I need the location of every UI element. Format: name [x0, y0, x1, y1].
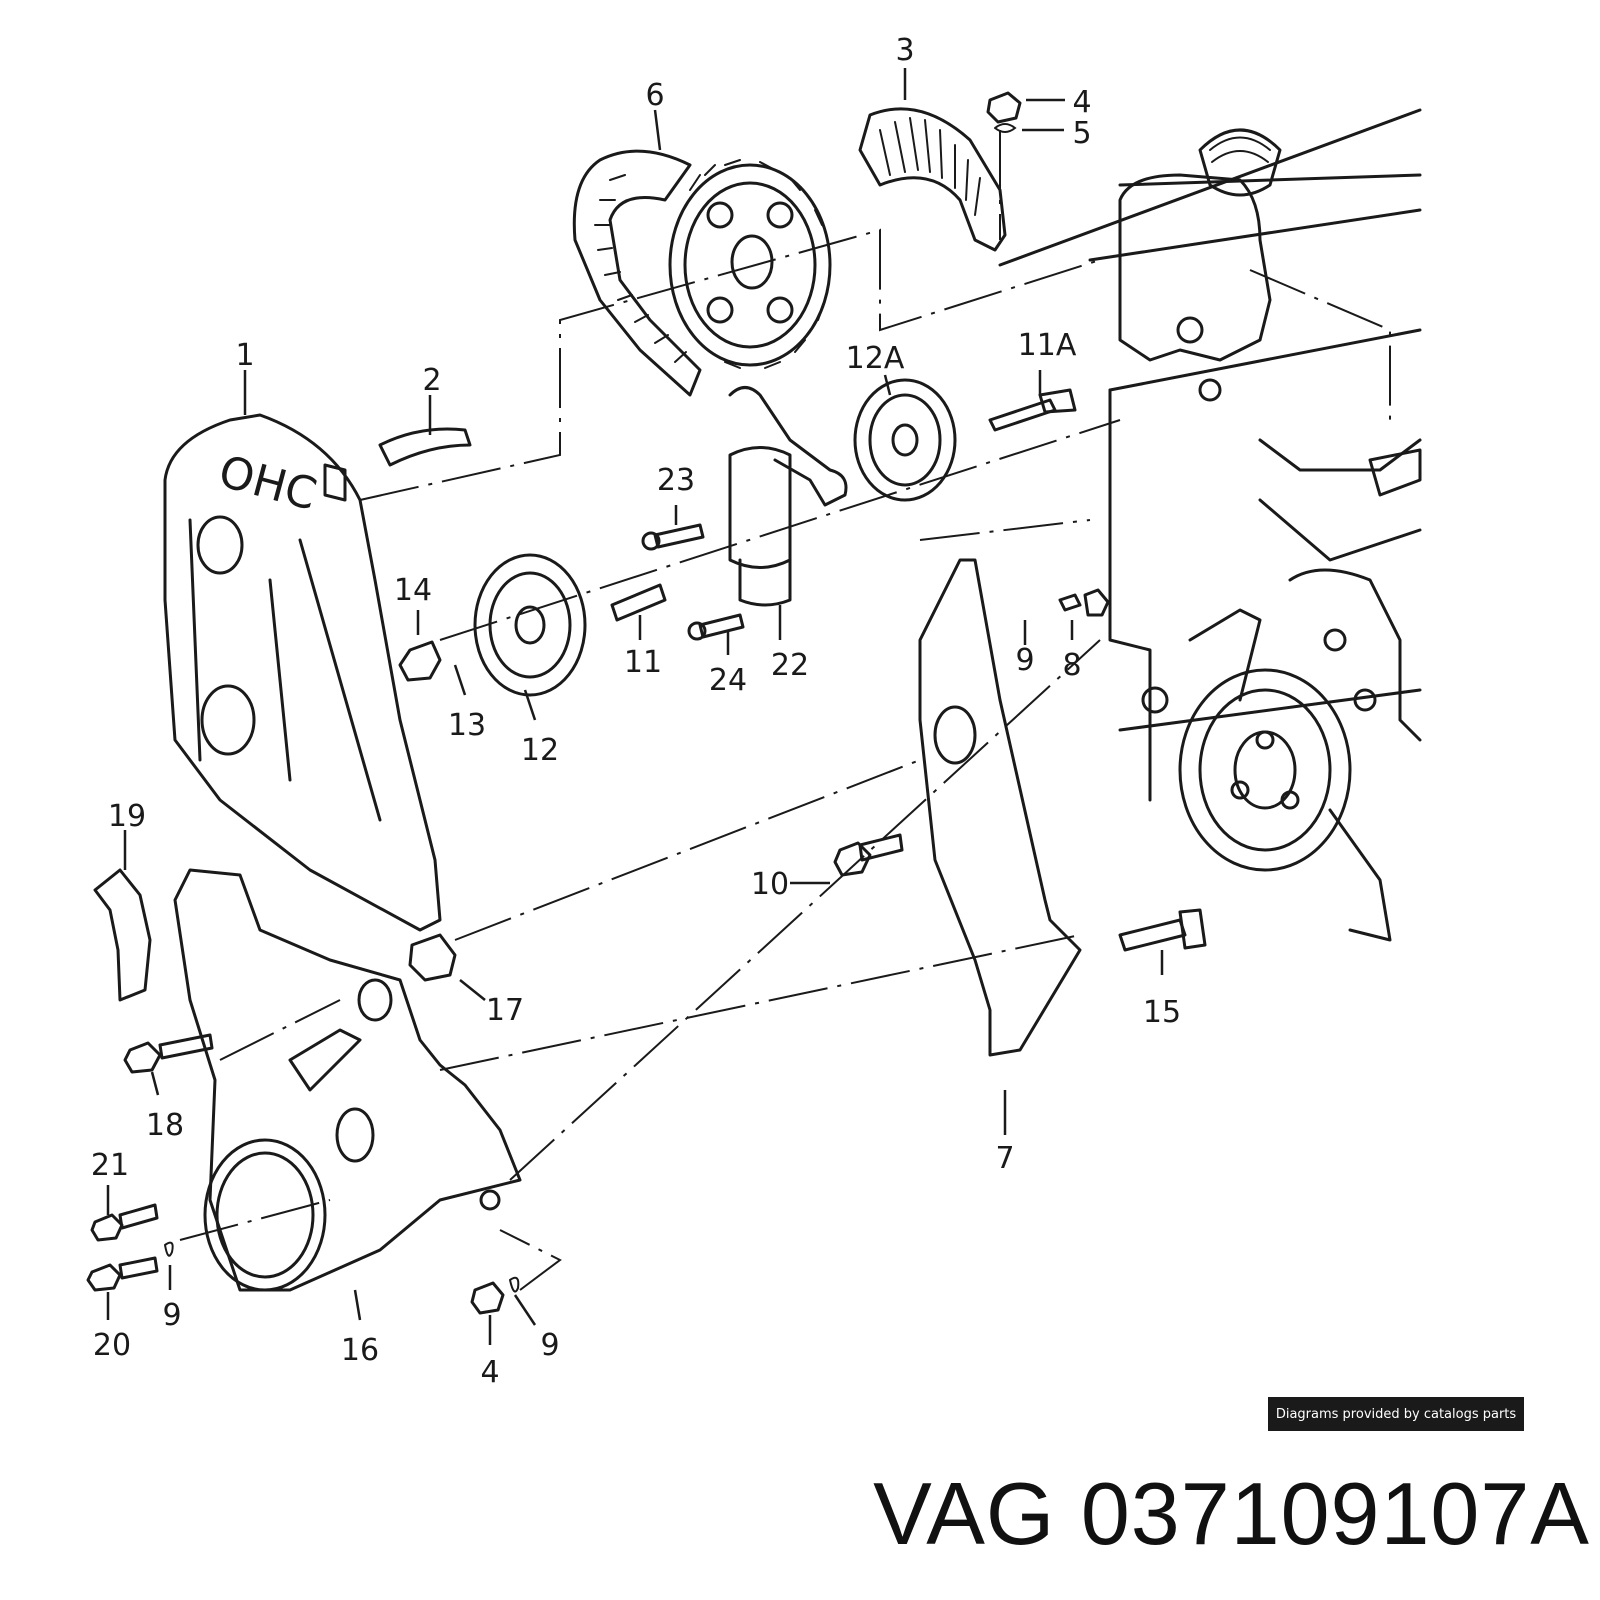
callout-4-bottom: 4: [480, 1355, 499, 1390]
callout-12a: 12A: [846, 341, 905, 376]
timing-belt: [572, 149, 702, 397]
callout-9-left: 9: [162, 1298, 181, 1333]
callout-15: 15: [1143, 995, 1181, 1030]
camshaft-sprocket: [668, 159, 832, 369]
callout-4-top: 4: [1072, 85, 1091, 120]
middle-cover: [833, 558, 1207, 1057]
bottom-nut-washer: [470, 1276, 520, 1315]
callout-21: 21: [91, 1148, 129, 1183]
callout-labels: 1 2 3 4 5 6 7 8 9 9 9 10 11 11A 12 12A 1…: [91, 33, 1181, 1390]
callout-9-middle: 9: [1015, 643, 1034, 678]
callout-8: 8: [1062, 648, 1081, 683]
part-title: VAG 037109107A: [873, 1470, 1590, 1558]
leader-lines: [106, 68, 1164, 1345]
engine-block: [998, 108, 1422, 942]
tensioner-assembly: [398, 378, 1077, 697]
callout-7: 7: [995, 1141, 1014, 1176]
credit-badge: Diagrams provided by catalogs parts: [1268, 1397, 1524, 1431]
callout-5: 5: [1072, 116, 1091, 151]
rubber-grommet: [93, 868, 152, 1002]
callout-3: 3: [895, 33, 914, 68]
callout-2: 2: [422, 363, 441, 398]
bolt-18: [123, 1033, 214, 1074]
part-number: 037109107A: [1080, 1464, 1590, 1563]
callout-10: 10: [751, 867, 789, 902]
bolts-20-21: [86, 1203, 174, 1292]
callout-24: 24: [709, 663, 747, 698]
callout-23: 23: [657, 463, 695, 498]
callout-22: 22: [771, 648, 809, 683]
top-nut-washer: [986, 91, 1022, 133]
brand-name: VAG: [873, 1464, 1056, 1563]
callout-16: 16: [341, 1333, 379, 1368]
spacer-17: [408, 933, 457, 982]
callout-1: 1: [235, 338, 254, 373]
rear-cover-segment: [858, 107, 1007, 252]
callout-19: 19: [108, 799, 146, 834]
callout-9-bottom: 9: [540, 1328, 559, 1363]
crankshaft-pulley: [1141, 608, 1377, 872]
callout-6: 6: [645, 78, 664, 113]
ohc-stamp: OHC: [214, 446, 322, 521]
cover-clip: [378, 427, 472, 467]
lower-timing-cover: [173, 868, 522, 1292]
callout-17: 17: [486, 993, 524, 1028]
callout-12: 12: [521, 733, 559, 768]
callout-13: 13: [448, 708, 486, 743]
callout-14: 14: [394, 573, 432, 608]
callout-11: 11: [624, 645, 662, 680]
callout-20: 20: [93, 1328, 131, 1363]
callout-18: 18: [146, 1108, 184, 1143]
assembly-lines: [179, 130, 1391, 1291]
callout-11a: 11A: [1018, 328, 1077, 363]
